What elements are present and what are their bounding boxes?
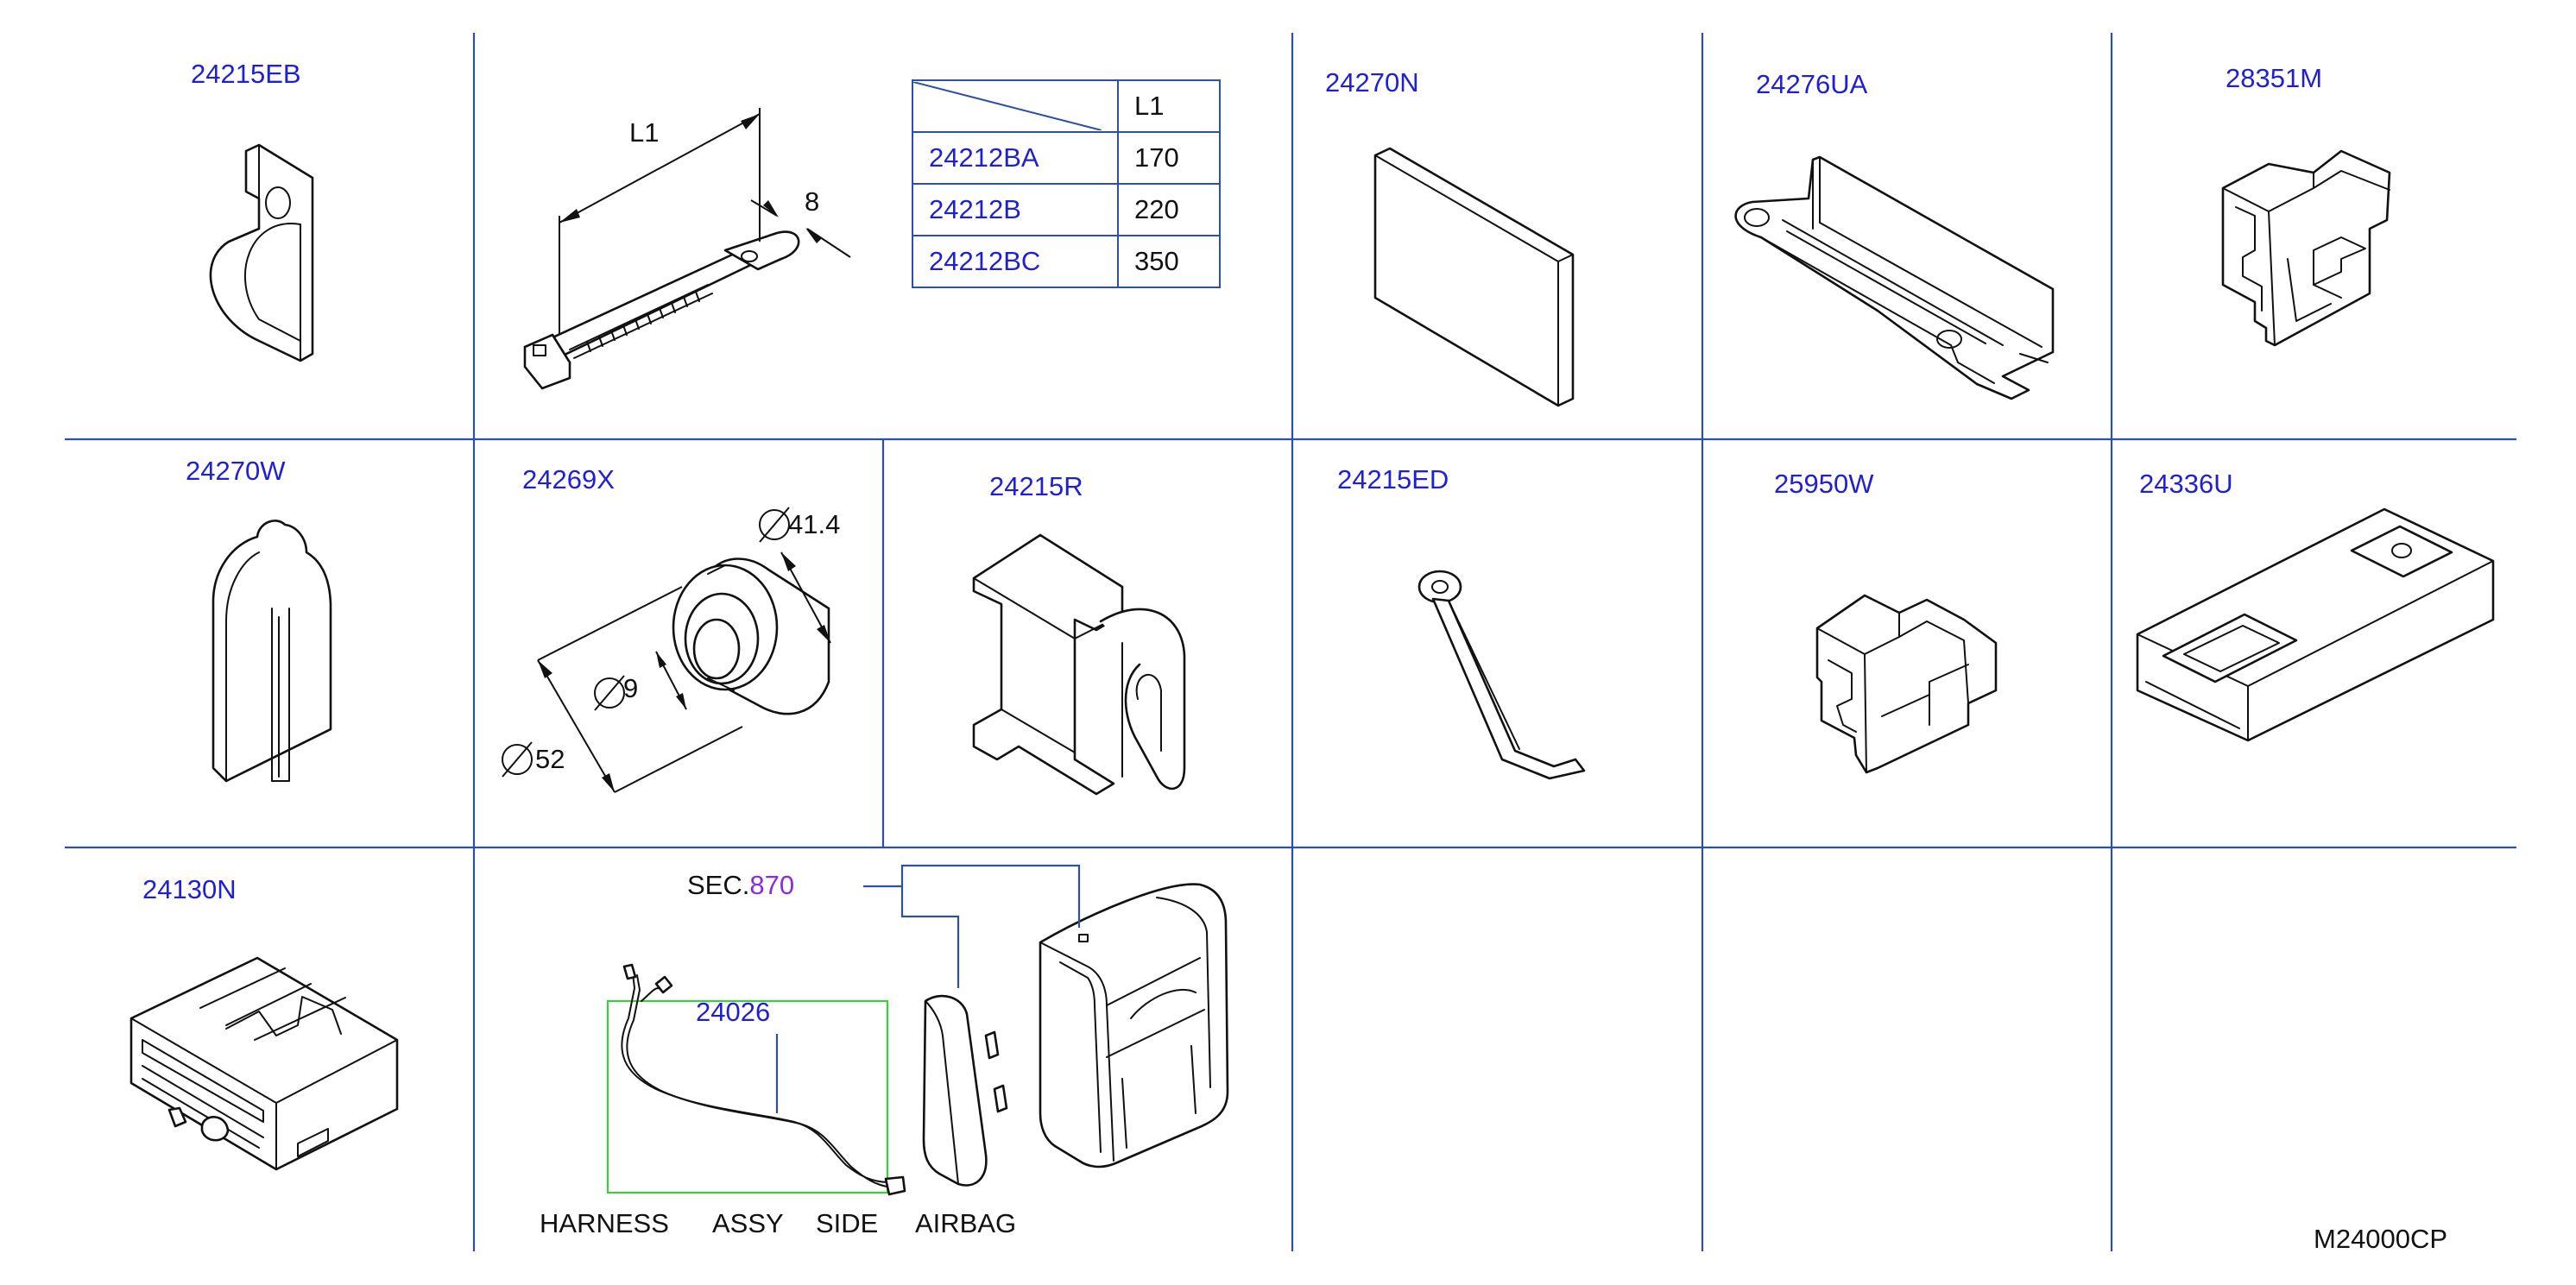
part-label-24215r[interactable]: 24215R xyxy=(989,471,1083,501)
sec-number[interactable]: 870 xyxy=(749,870,795,900)
table-row: 24212BA 170 xyxy=(912,131,1221,185)
bracket-24215ed-drawing xyxy=(1417,570,1586,780)
harness-24026-drawing xyxy=(606,963,906,1196)
part-label-24130n[interactable]: 24130N xyxy=(142,874,237,904)
table-row: 24212BC 350 xyxy=(912,235,1221,288)
table-length-value: 220 xyxy=(1117,183,1221,236)
box-24130n-drawing xyxy=(129,956,399,1171)
box-24336u-drawing xyxy=(2136,507,2495,742)
part-label-28351m[interactable]: 28351M xyxy=(2226,63,2323,93)
diagonal-line xyxy=(913,82,1102,130)
table-part-number[interactable]: 24212BA xyxy=(912,131,1119,185)
part-label-24215ed[interactable]: 24215ED xyxy=(1337,464,1449,494)
table-header-l1: L1 xyxy=(1117,79,1221,133)
grommet-24269x-drawing xyxy=(502,507,831,793)
diagram-code: M24000CP xyxy=(2314,1224,2448,1254)
table-length-value: 170 xyxy=(1117,131,1221,185)
clip-24270w-drawing xyxy=(212,520,332,783)
caption-side: SIDE xyxy=(816,1208,879,1238)
sec-prefix: SEC. xyxy=(687,870,750,900)
highlight-box xyxy=(606,999,889,1194)
caption-harness: HARNESS xyxy=(540,1208,669,1238)
part-label-24270n[interactable]: 24270N xyxy=(1325,67,1419,98)
connector-25950w-drawing xyxy=(1815,594,1998,774)
caption-assy: ASSY xyxy=(712,1208,784,1238)
part-label-24270w[interactable]: 24270W xyxy=(186,456,286,486)
pad-24270n-drawing xyxy=(1373,147,1575,407)
cable-tie-drawing xyxy=(523,108,851,390)
part-label-24276ua[interactable]: 24276UA xyxy=(1756,69,1868,99)
caption-airbag: AIRBAG xyxy=(915,1208,1017,1238)
part-label-25950w[interactable]: 25950W xyxy=(1774,469,1874,499)
dimension-8: 8 xyxy=(805,186,820,217)
table-length-value: 350 xyxy=(1117,235,1221,288)
dimension-52: 52 xyxy=(535,744,565,774)
dimension-9: 9 xyxy=(623,673,639,703)
part-label-24336u[interactable]: 24336U xyxy=(2139,469,2233,499)
table-diagonal-cell xyxy=(912,79,1119,133)
airbag-module-drawing xyxy=(922,883,1229,1187)
table-part-number[interactable]: 24212BC xyxy=(912,235,1119,288)
table-part-number[interactable]: 24212B xyxy=(912,183,1119,236)
table-header-row: L1 xyxy=(912,79,1221,133)
part-label-24026[interactable]: 24026 xyxy=(696,997,771,1027)
dimension-l1: L1 xyxy=(629,117,660,148)
clip-24215eb-drawing xyxy=(209,143,314,362)
dimension-41-4: 41.4 xyxy=(788,509,841,539)
channel-24276ua-drawing xyxy=(1734,155,2055,400)
part-label-24269x[interactable]: 24269X xyxy=(522,464,615,494)
table-row: 24212B 220 xyxy=(912,183,1221,236)
grid-lines xyxy=(65,33,2516,1251)
length-table: L1 24212BA 170 24212B 220 24212BC 350 xyxy=(912,79,1221,288)
connector-28351m-drawing xyxy=(2221,149,2391,347)
sec-reference[interactable]: SEC.870 xyxy=(687,872,794,898)
clip-24215r-drawing xyxy=(972,533,1186,796)
sec-leader-lines xyxy=(863,864,1081,988)
part-label-24215eb[interactable]: 24215EB xyxy=(191,59,301,89)
